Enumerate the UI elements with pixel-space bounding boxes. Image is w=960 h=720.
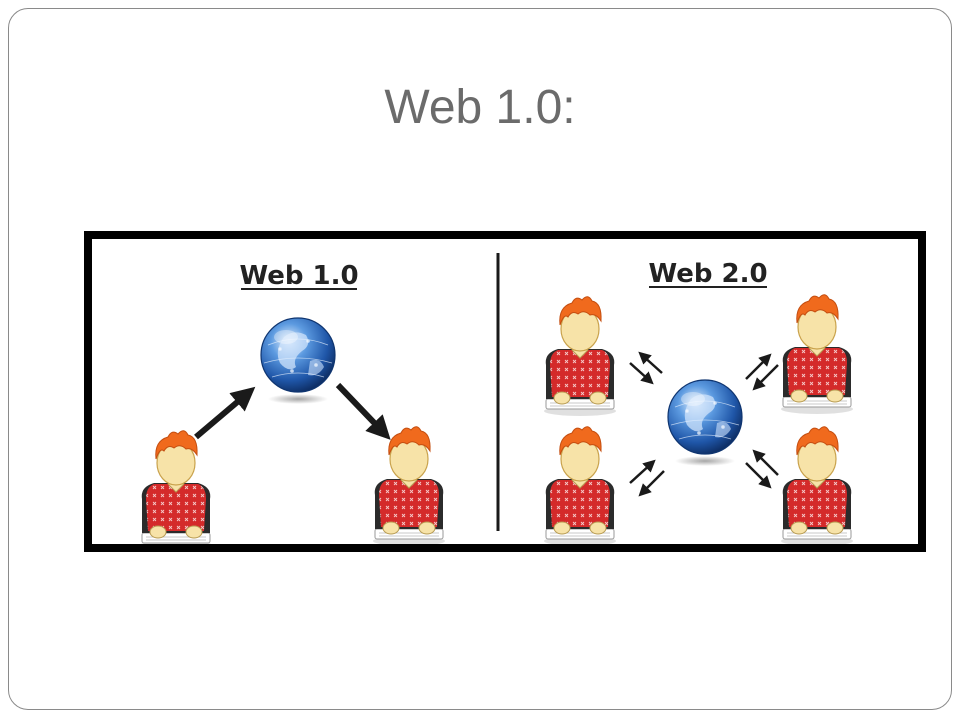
web2-arrows-bottom-right [745,449,779,489]
web2-arrows-top-right [745,353,779,391]
web1-panel-title: Web 1.0 [239,261,358,291]
web2-arrows-bottom-left [629,459,665,497]
web1-arrow-up [194,386,256,440]
web-comparison-figure: Web 1.0 Web 2.0 [84,231,926,552]
web2-arrows-top-left [629,351,663,385]
web1-arrow-down [335,382,391,440]
web2-panel-title: Web 2.0 [648,259,767,289]
slide-title: Web 1.0: [384,81,576,134]
